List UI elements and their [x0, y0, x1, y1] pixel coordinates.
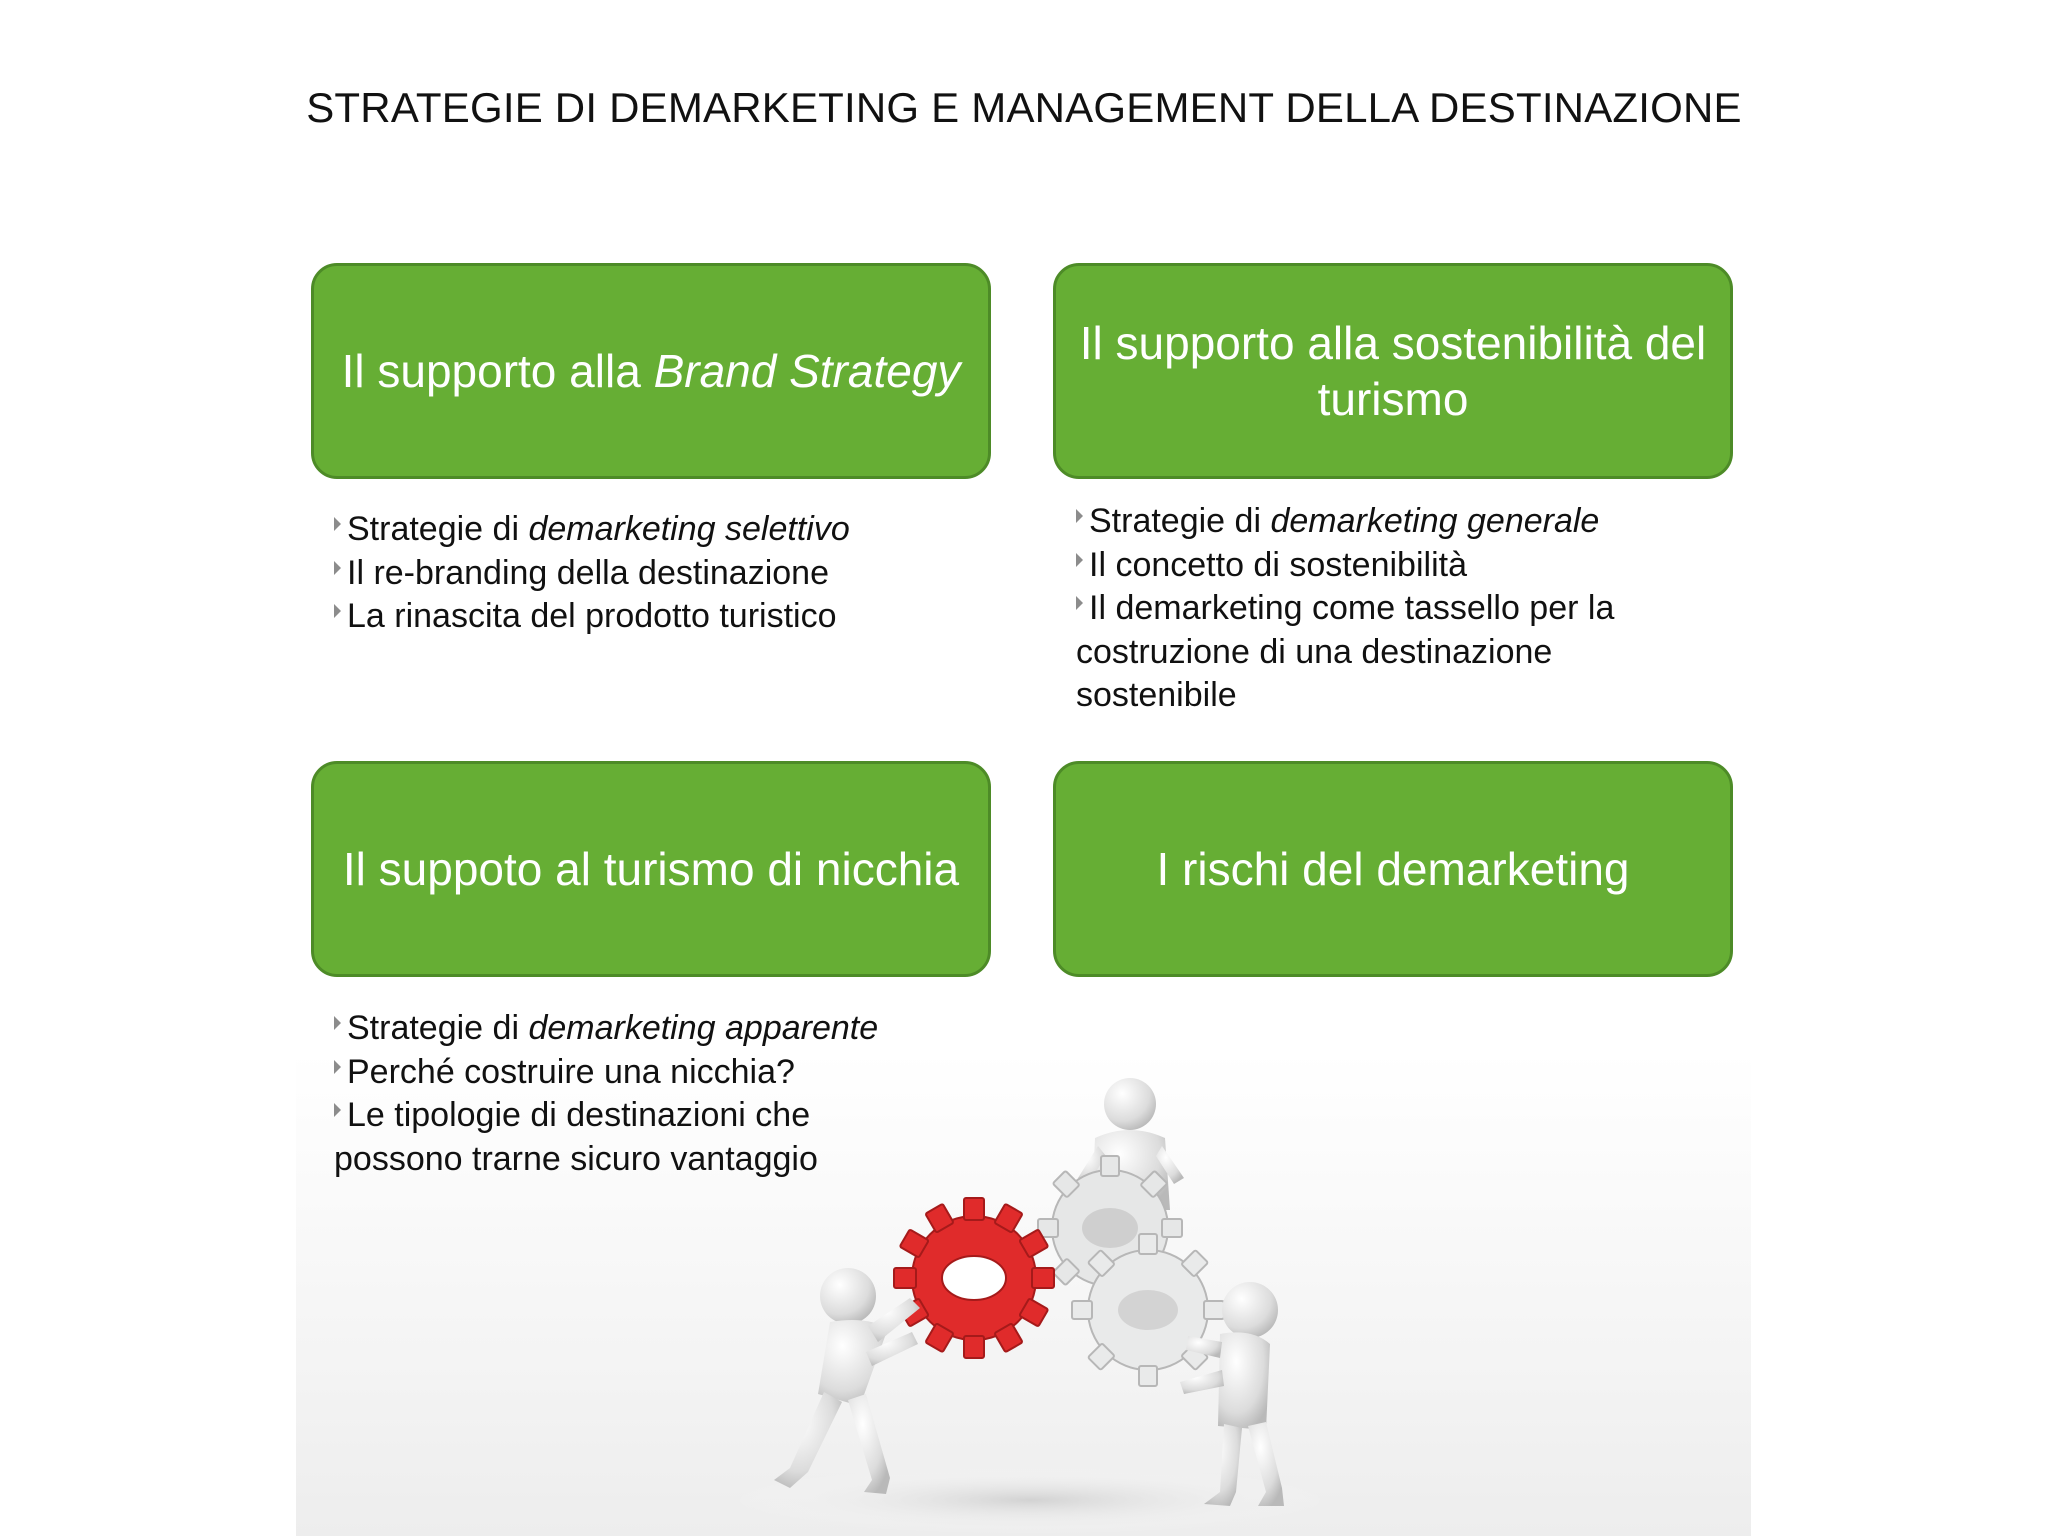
box-rischi-demarketing-label: I rischi del demarketing [1156, 843, 1630, 895]
list-sostenibilita: Strategie di demarketing generale Il con… [1076, 500, 1716, 718]
gear-red [893, 1197, 1055, 1359]
slide-title: STRATEGIE DI DEMARKETING E MANAGEMENT DE… [306, 84, 1742, 131]
bullet-icon [1076, 509, 1083, 523]
list-item: Le tipologie di destinazioni che possono… [334, 1096, 818, 1178]
bullet-icon [1076, 596, 1083, 610]
list-item: Strategie di demarketing apparente [334, 1007, 954, 1051]
bullet-icon [334, 517, 341, 531]
bullet-icon [1076, 552, 1083, 567]
box-sostenibilita-label: Il supporto alla sostenibilità del turis… [1079, 317, 1707, 425]
bullet-icon [334, 1103, 341, 1117]
floor-shadow [730, 1466, 1330, 1534]
box-turismo-nicchia: Il suppoto al turismo di nicchia [311, 761, 991, 977]
figure-left [774, 1268, 920, 1494]
figure-right [1180, 1282, 1284, 1506]
list-item: Il re-branding della destinazione [334, 552, 954, 596]
list-item: Perché costruire una nicchia? [334, 1051, 954, 1095]
list-item: Strategie di demarketing selettivo [334, 508, 954, 552]
list-item: La rinascita del prodotto turistico [334, 595, 954, 639]
bullet-icon [334, 1059, 341, 1074]
list-item: Il demarketing come tassello per la cost… [1076, 589, 1615, 714]
bullet-icon [334, 560, 341, 575]
gear-white-top [1037, 1155, 1183, 1301]
teamwork-gears-icon [730, 1078, 1330, 1534]
box-sostenibilita: Il supporto alla sostenibilità del turis… [1053, 263, 1733, 479]
list-turismo-nicchia: Strategie di demarketing apparente Perch… [334, 1007, 954, 1181]
list-item: Strategie di demarketing generale [1076, 500, 1716, 544]
bullet-icon [334, 604, 341, 618]
bullet-icon [334, 1016, 341, 1030]
list-brand-strategy: Strategie di demarketing selettivo Il re… [334, 508, 954, 639]
gear-white-bottom [1071, 1233, 1225, 1387]
box-brand-strategy-label: Il supporto alla Brand Strategy [341, 345, 961, 397]
box-rischi-demarketing: I rischi del demarketing [1053, 761, 1733, 977]
box-brand-strategy: Il supporto alla Brand Strategy [311, 263, 991, 479]
box-turismo-nicchia-label: Il suppoto al turismo di nicchia [342, 843, 960, 895]
list-item: Il concetto di sostenibilità [1076, 544, 1716, 588]
